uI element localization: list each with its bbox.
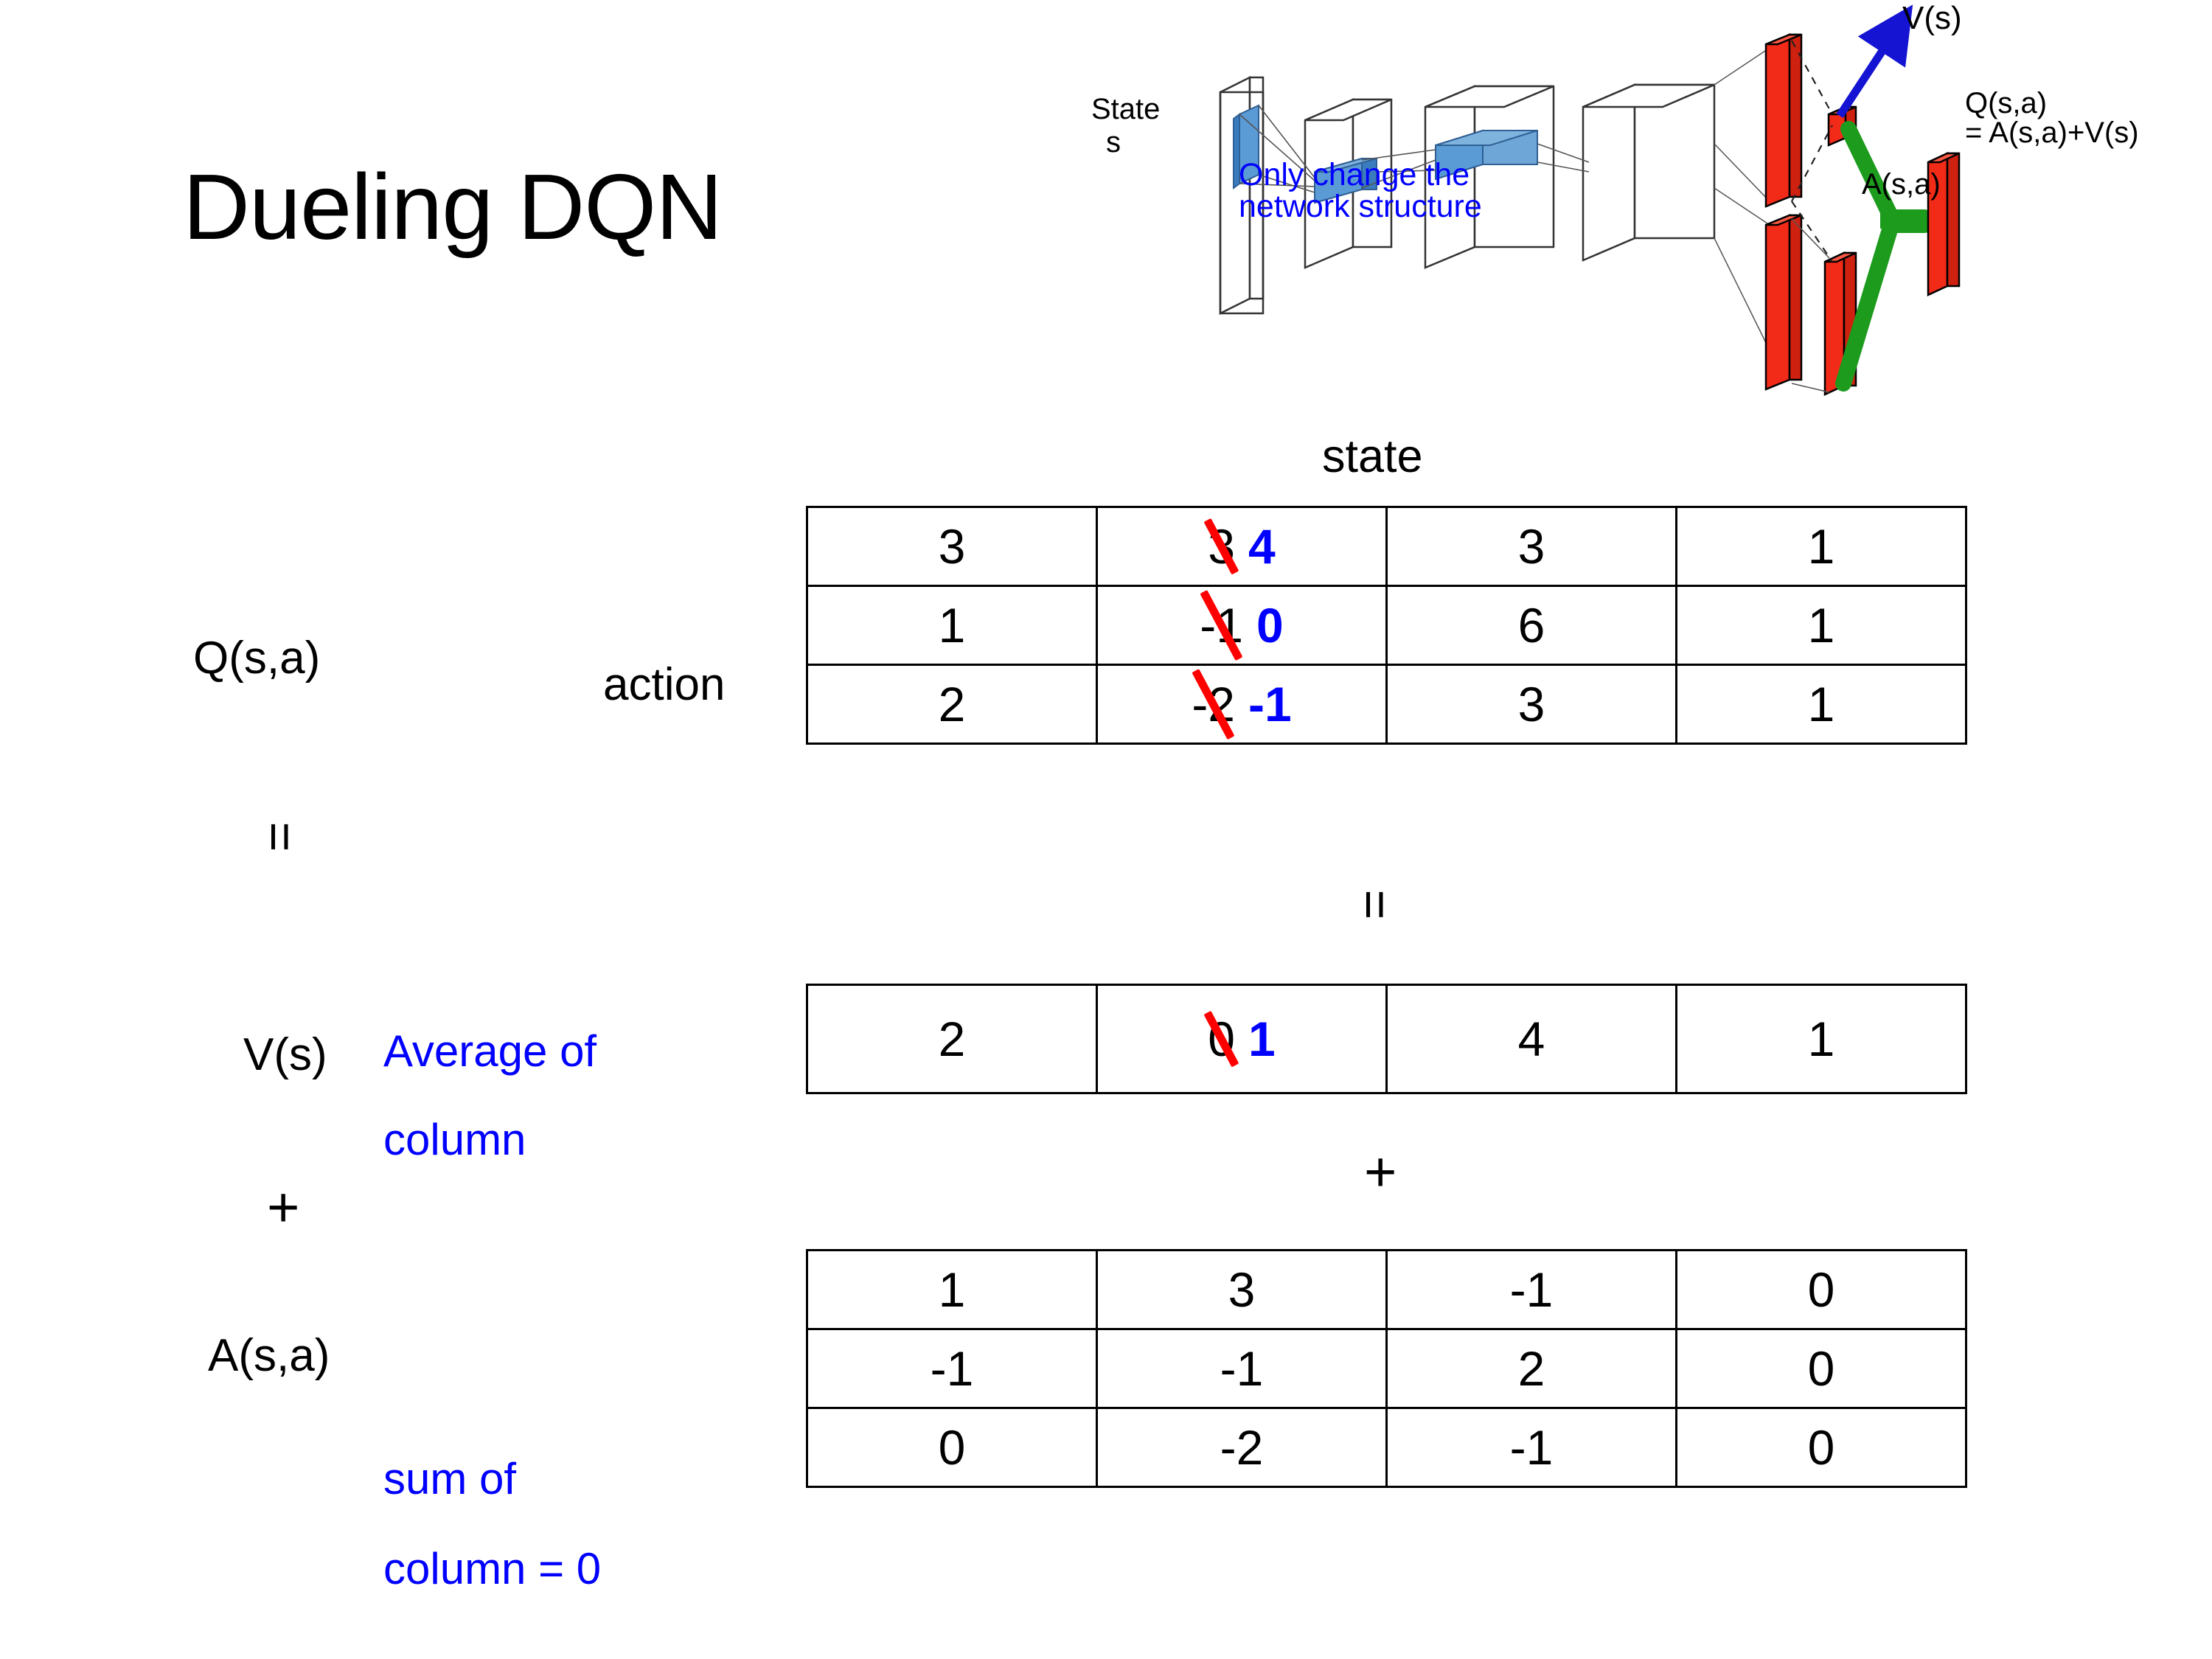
table-cell: 2 <box>806 664 1098 745</box>
equals-operator-middle: = <box>1346 889 1405 920</box>
struck-old-value: -1 <box>1200 598 1243 653</box>
diagram-value-output-label: V(s) <box>1902 0 1962 36</box>
table-cell: 0 <box>1675 1407 1967 1488</box>
struck-old-value: -2 <box>1192 677 1235 731</box>
diagram-advantage-output-label: A(s,a) <box>1862 168 1941 201</box>
a-function-label: A(s,a) <box>208 1330 330 1381</box>
table-cell: -1 <box>1385 1407 1677 1488</box>
equals-operator-left: = <box>251 821 310 852</box>
table-cell: 0 <box>1675 1249 1967 1330</box>
struck-old-value: 3 <box>1208 519 1235 574</box>
table-cell: -2 <box>1096 1407 1388 1488</box>
table-cell: -1 <box>1096 1328 1388 1409</box>
table-cell: -1 <box>806 1328 1098 1409</box>
diagram-note-line1: Only change the <box>1239 157 1470 192</box>
table-cell: 1 <box>806 585 1098 666</box>
table-cell: -1 <box>1385 1249 1677 1330</box>
page-title: Dueling DQN <box>183 155 723 259</box>
table-cell: 1 <box>1675 664 1967 745</box>
table-cell: 2 <box>1385 1328 1677 1409</box>
diagram-state-label-line2: s <box>1106 126 1121 159</box>
new-value: 1 <box>1248 1012 1276 1066</box>
table-cell: 0 <box>806 1407 1098 1488</box>
sum-note-line1: sum of <box>383 1454 517 1503</box>
q-function-label: Q(s,a) <box>193 633 321 684</box>
dueling-network-diagram: State s Only change the network structur… <box>1091 0 2208 402</box>
diagram-state-label-line1: State <box>1091 93 1161 125</box>
table-cell: 1 <box>1675 984 1967 1094</box>
new-value: -1 <box>1248 677 1292 731</box>
v-function-label: V(s) <box>243 1029 327 1080</box>
table-cell: 4 <box>1385 984 1677 1094</box>
new-value: 4 <box>1248 519 1276 574</box>
action-axis-label: action <box>603 659 726 710</box>
table-cell: 1 <box>806 1249 1098 1330</box>
table-cell: 6 <box>1385 585 1677 666</box>
table-cell: 1 <box>1675 506 1967 587</box>
new-value: 0 <box>1256 598 1284 653</box>
table-cell: 3 <box>1385 506 1677 587</box>
table-cell: 1 <box>1675 585 1967 666</box>
table-cell: 3 <box>1385 664 1677 745</box>
diagram-q-output-label-line1: Q(s,a) <box>1965 87 2048 119</box>
diagram-q-output-label-line2: = A(s,a)+V(s) <box>1965 116 2139 149</box>
table-cell: 2 <box>806 984 1098 1094</box>
average-note-line1: Average of <box>383 1026 597 1076</box>
state-axis-label: state <box>1322 431 1423 482</box>
struck-old-value: 0 <box>1208 1012 1235 1066</box>
plus-operator-left: + <box>267 1176 300 1239</box>
diagram-note-line2: network structure <box>1239 189 1482 224</box>
sum-note-line2: column = 0 <box>383 1544 602 1593</box>
table-cell: 3 <box>806 506 1098 587</box>
table-cell: 0 <box>1675 1328 1967 1409</box>
average-note-line2: column <box>383 1115 526 1164</box>
plus-operator-middle: + <box>1364 1141 1397 1203</box>
table-cell: 3 <box>1096 1249 1388 1330</box>
table-cell-edited: -2-1 <box>1096 664 1388 745</box>
